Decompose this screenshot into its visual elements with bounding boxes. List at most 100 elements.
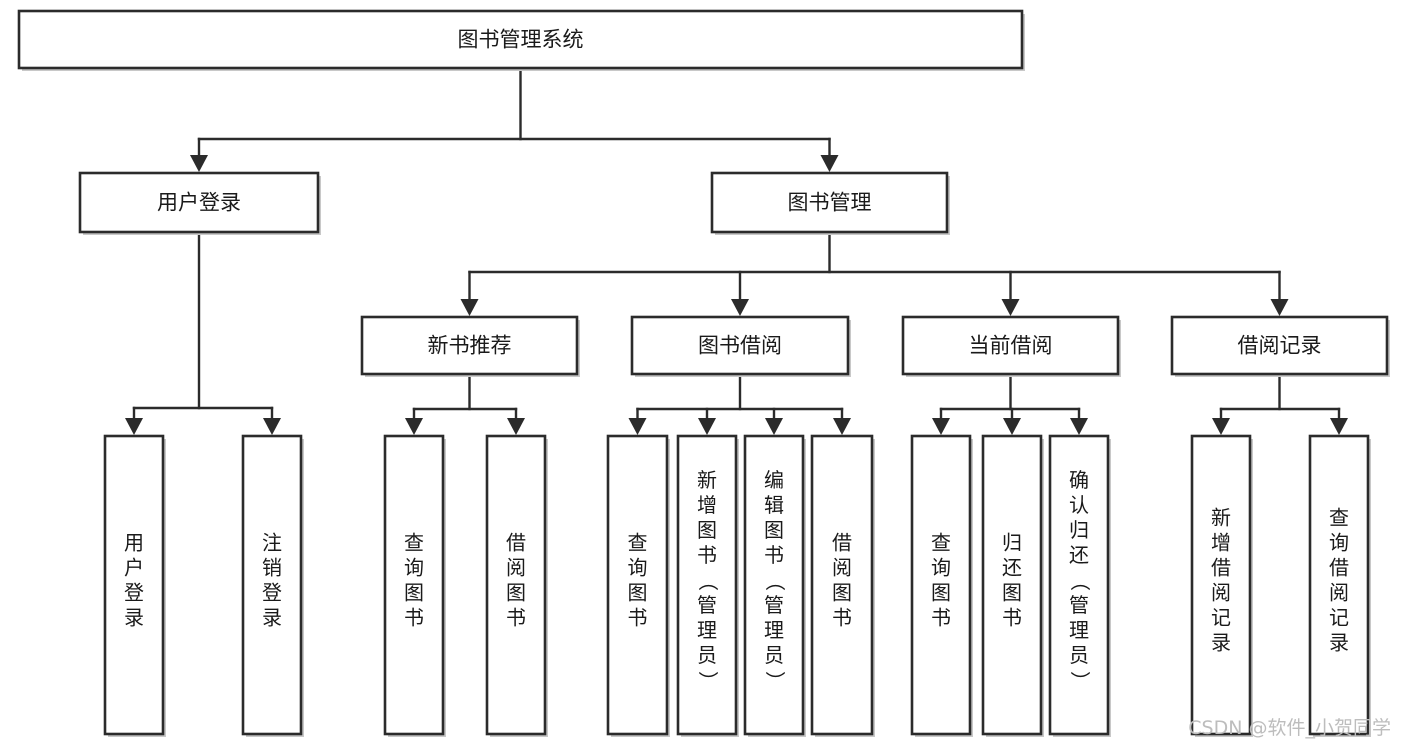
arrow-head-icon (698, 418, 716, 435)
svg-text:查: 查 (628, 531, 648, 555)
svg-text:销: 销 (262, 556, 282, 580)
arrow-head-icon (405, 418, 423, 435)
node-borrow-record[interactable]: 借阅记录 (1170, 315, 1390, 377)
svg-text:记: 记 (1329, 606, 1349, 630)
svg-text:询: 询 (1329, 531, 1349, 555)
svg-text:阅: 阅 (506, 556, 526, 580)
node-label-new-book-recommend: 新书推荐 (428, 334, 512, 358)
svg-text:新: 新 (1211, 506, 1231, 530)
svg-text:借: 借 (1329, 556, 1349, 580)
node-user-login[interactable]: 用户登录 (78, 171, 321, 235)
svg-text:归: 归 (1002, 531, 1022, 555)
svg-text:员: 员 (697, 643, 717, 667)
svg-text:）: ） (763, 671, 787, 691)
node-new-book-recommend[interactable]: 新书推荐 (360, 315, 580, 377)
svg-text:录: 录 (1211, 631, 1231, 655)
arrow-head-icon (1003, 418, 1021, 435)
svg-text:增: 增 (1211, 531, 1231, 555)
svg-text:录: 录 (1329, 631, 1349, 655)
svg-text:）: ） (696, 671, 720, 691)
node-book-manage[interactable]: 图书管理 (710, 171, 950, 235)
svg-text:查: 查 (931, 531, 951, 555)
svg-text:登: 登 (124, 581, 144, 605)
node-label-current-borrow: 当前借阅 (969, 334, 1053, 358)
arrow-head-icon (125, 418, 143, 435)
arrow-head-icon (731, 299, 749, 316)
node-book-borrow[interactable]: 图书借阅 (630, 315, 851, 377)
node-label-user-login: 用户登录 (157, 191, 241, 215)
svg-text:书: 书 (1002, 606, 1022, 630)
arrow-head-icon (263, 418, 281, 435)
svg-text:书: 书 (832, 606, 852, 630)
arrow-head-icon (765, 418, 783, 435)
arrow-head-icon (1001, 299, 1020, 316)
node-label-borrow-record: 借阅记录 (1238, 334, 1322, 358)
node-current-borrow[interactable]: 当前借阅 (901, 315, 1121, 377)
svg-text:借: 借 (506, 531, 526, 555)
arrow-head-icon (1212, 418, 1230, 435)
svg-text:）: ） (1068, 671, 1092, 691)
svg-text:管: 管 (1069, 593, 1089, 617)
svg-text:查: 查 (404, 531, 424, 555)
svg-text:新: 新 (697, 468, 717, 492)
svg-text:员: 员 (764, 643, 784, 667)
node-root[interactable]: 图书管理系统 (17, 9, 1025, 71)
svg-text:图: 图 (832, 581, 852, 605)
connector-layer (125, 66, 1348, 435)
svg-text:增: 增 (697, 493, 717, 517)
arrow-head-icon (460, 299, 479, 316)
svg-text:理: 理 (1069, 618, 1089, 642)
svg-text:图: 图 (404, 581, 424, 605)
svg-text:归: 归 (1069, 518, 1089, 542)
svg-text:（: （ (696, 571, 720, 591)
svg-text:书: 书 (628, 606, 648, 630)
svg-text:理: 理 (764, 618, 784, 642)
svg-text:确: 确 (1069, 468, 1089, 492)
arrow-head-icon (1270, 299, 1289, 316)
svg-text:阅: 阅 (1329, 581, 1349, 605)
svg-text:图: 图 (628, 581, 648, 605)
svg-text:还: 还 (1069, 543, 1089, 567)
svg-text:书: 书 (697, 543, 717, 567)
svg-text:书: 书 (764, 543, 784, 567)
svg-text:阅: 阅 (1211, 581, 1231, 605)
node-label-book-manage: 图书管理 (788, 191, 872, 215)
node-layer: 图书管理系统用户登录图书管理新书推荐图书借阅当前借阅借阅记录用户登录注销登录查询… (17, 9, 1390, 737)
arrow-head-icon (1330, 418, 1348, 435)
node-leaf-user-login[interactable]: 用户登录 (103, 434, 166, 737)
svg-text:编: 编 (764, 468, 784, 492)
arrow-head-icon (190, 155, 208, 172)
svg-text:辑: 辑 (764, 493, 784, 517)
svg-text:记: 记 (1211, 606, 1231, 630)
arrow-head-icon (507, 418, 525, 435)
svg-text:询: 询 (404, 556, 424, 580)
svg-text:书: 书 (404, 606, 424, 630)
node-label-root: 图书管理系统 (458, 28, 584, 52)
svg-text:阅: 阅 (832, 556, 852, 580)
